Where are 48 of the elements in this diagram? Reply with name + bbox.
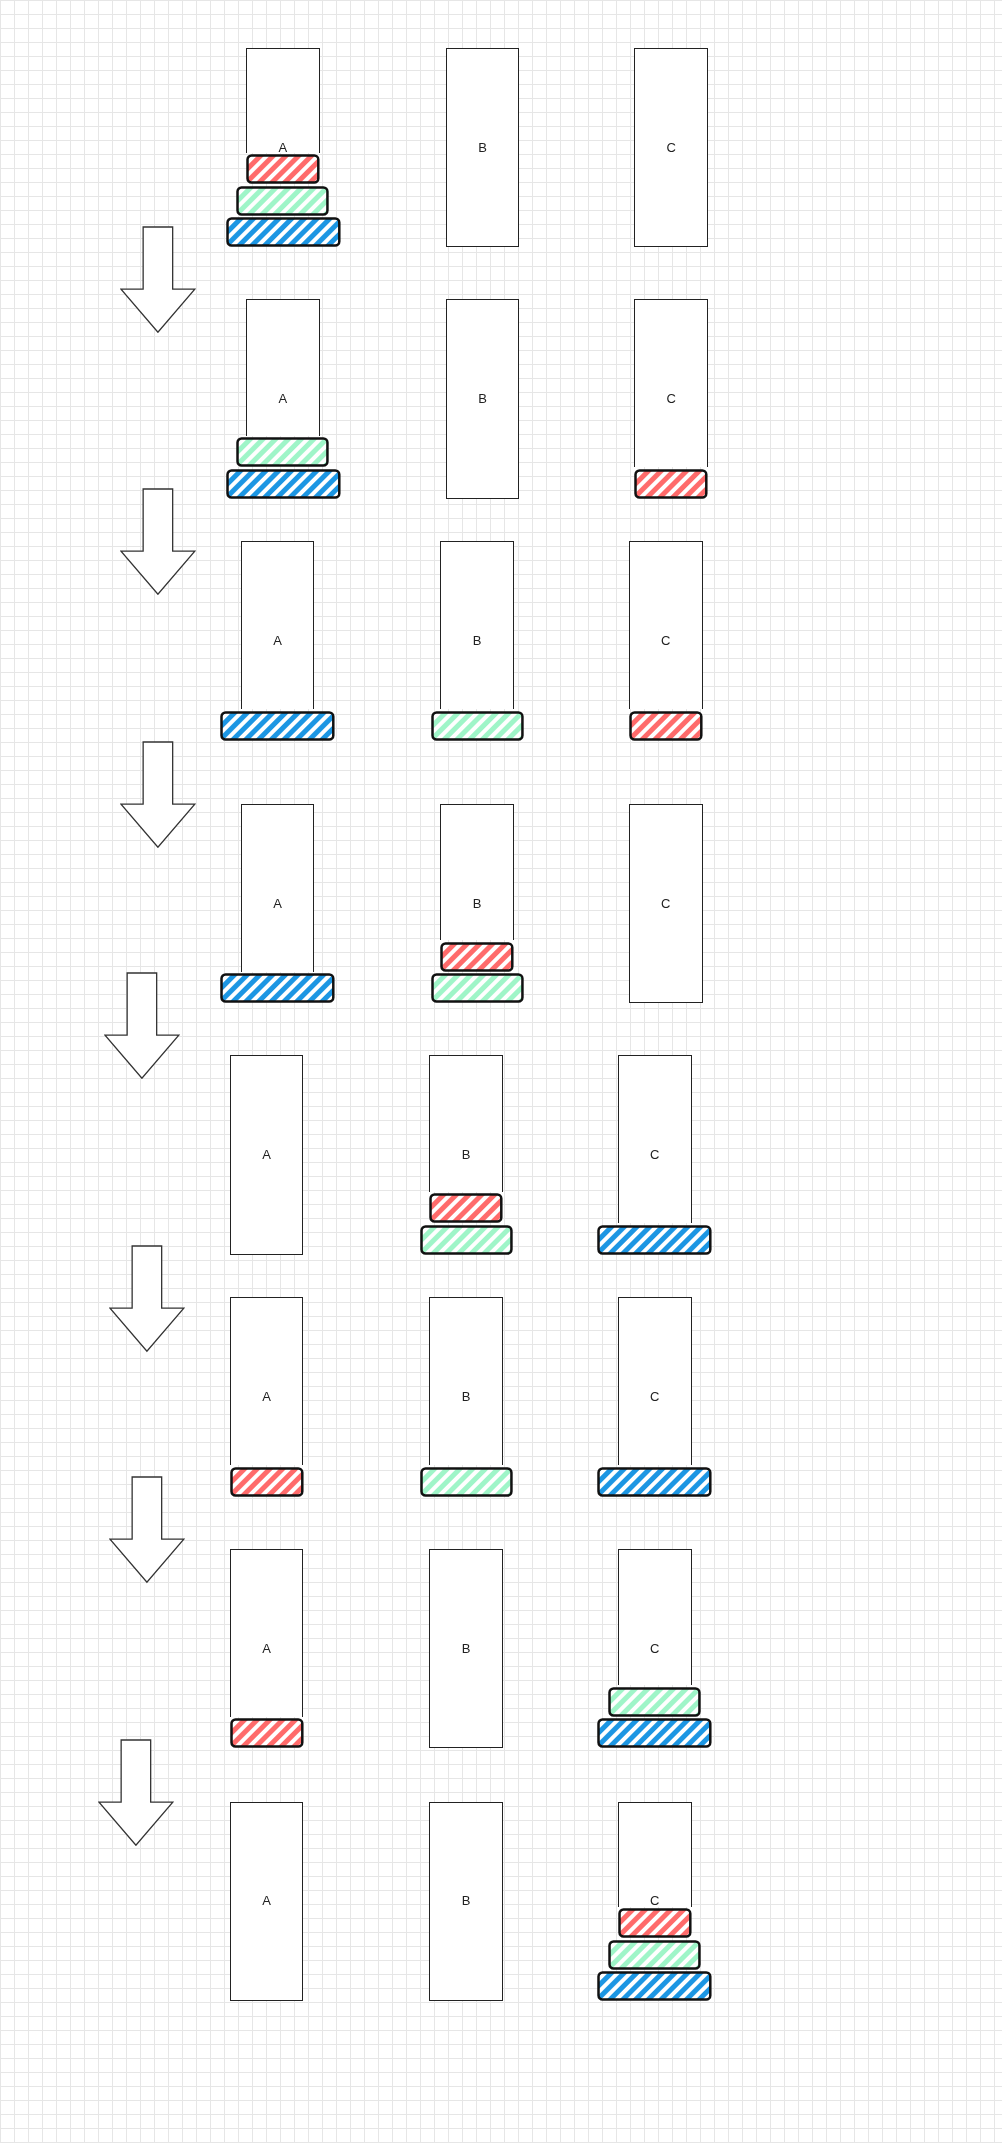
- rod-box: [246, 299, 320, 437]
- rod-box: [628, 803, 703, 1004]
- rod-box: [445, 299, 520, 499]
- rod-box: [240, 803, 315, 972]
- rod-label: A: [278, 391, 288, 407]
- rod-label: A: [262, 1893, 271, 1909]
- rod-label: B: [472, 633, 482, 649]
- rod-label: A: [273, 633, 282, 649]
- rod-box: [617, 1055, 692, 1224]
- rod-box: [229, 1297, 304, 1466]
- rod-label: B: [478, 139, 487, 155]
- rod-box: [240, 541, 315, 710]
- rod-label: B: [461, 1640, 471, 1656]
- rod-box: [229, 1801, 304, 2002]
- rod-label: B: [461, 1147, 471, 1163]
- rod-label: A: [262, 1640, 271, 1656]
- rod-label: C: [661, 895, 671, 911]
- rod-box: [617, 1801, 692, 1907]
- rod-label: A: [262, 1389, 271, 1405]
- rod-box: [246, 47, 320, 154]
- rod-box: [628, 541, 703, 710]
- rod-label: A: [278, 139, 288, 155]
- rod-label: C: [661, 633, 671, 649]
- rod-box: [634, 299, 709, 468]
- rod-label: C: [666, 139, 676, 155]
- rod-box: [440, 541, 514, 710]
- rod-label: B: [472, 895, 482, 911]
- rod-label: C: [650, 1147, 660, 1163]
- rod-label: C: [650, 1640, 660, 1656]
- rod-box: [440, 803, 514, 941]
- rod-box: [229, 1548, 304, 1717]
- rod-box: [445, 47, 520, 248]
- rod-label: A: [262, 1147, 271, 1163]
- rod-label: B: [478, 391, 487, 407]
- rod-box: [429, 1801, 504, 2002]
- rod-box: [429, 1548, 504, 1749]
- rod-box: [617, 1548, 692, 1686]
- rod-box: [429, 1297, 504, 1466]
- rod-label: A: [273, 895, 282, 911]
- rod-label: C: [666, 391, 676, 407]
- rod-box: [617, 1297, 692, 1466]
- rod-box: [429, 1055, 504, 1192]
- rod-label: B: [461, 1389, 471, 1405]
- rod-label: B: [461, 1893, 471, 1909]
- rod-box: [634, 47, 709, 248]
- rod-box: [229, 1055, 304, 1255]
- rod-label: C: [650, 1389, 660, 1405]
- rod-label: C: [650, 1893, 660, 1909]
